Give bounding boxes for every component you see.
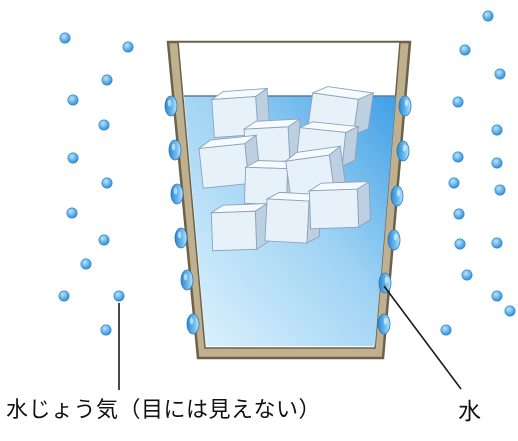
condensation-droplet-icon xyxy=(398,95,412,117)
vapor-dot-icon xyxy=(59,32,71,44)
vapor-dot-icon xyxy=(67,152,79,164)
vapor-dot-icon xyxy=(100,324,112,336)
water-leader-line xyxy=(383,285,462,390)
vapor-dot-icon xyxy=(452,96,464,108)
condensation-droplet-icon xyxy=(186,313,200,335)
vapor-dot-icon xyxy=(113,290,125,302)
condensation-droplet-icon xyxy=(378,272,392,294)
condensation-droplet-icon xyxy=(170,183,184,205)
vapor-dot-icon xyxy=(98,234,110,246)
vapor-dot-icon xyxy=(67,94,79,106)
condensation-droplet-icon xyxy=(168,139,182,161)
vapor-dot-icon xyxy=(454,238,466,250)
vapor-dot-icon xyxy=(66,207,78,219)
vapor-dot-icon xyxy=(491,157,503,169)
condensation-droplet-icon xyxy=(387,229,401,251)
vapor-dot-icon xyxy=(482,10,494,22)
condensation-droplet-icon xyxy=(164,95,178,117)
condensation-droplet-icon xyxy=(180,269,194,291)
ice-cube-icon xyxy=(209,202,269,252)
water-vapor-label: 水じょう気（目には見えない） xyxy=(6,398,322,423)
ice-cubes xyxy=(197,86,375,252)
condensation-droplets xyxy=(164,95,412,335)
vapor-dot-icon xyxy=(58,290,70,302)
vapor-dot-icon xyxy=(80,258,92,270)
condensation-droplet-icon xyxy=(377,313,391,335)
vapor-dot-icon xyxy=(452,151,464,163)
vapor-dot-icon xyxy=(122,41,134,53)
condensation-droplet-icon xyxy=(174,227,188,249)
vapor-dot-icon xyxy=(504,305,516,317)
water-label: 水 xyxy=(458,399,481,425)
condensation-droplet-icon xyxy=(390,185,404,207)
vapor-dot-icon xyxy=(101,177,113,189)
vapor-dot-icon xyxy=(459,44,471,56)
vapor-dot-icon xyxy=(494,68,506,80)
vapor-dot-icon xyxy=(98,119,110,131)
vapor-dot-icon xyxy=(491,237,503,249)
ice-cube-icon xyxy=(307,180,371,230)
vapor-dot-icon xyxy=(461,269,473,281)
vapor-dot-icon xyxy=(491,124,503,136)
vapor-dot-icon xyxy=(448,177,460,189)
vapor-dot-icon xyxy=(491,290,503,302)
ice-cube-icon xyxy=(197,134,261,189)
condensation-droplet-icon xyxy=(396,140,410,162)
water-vapor-particles xyxy=(58,10,516,336)
vapor-dot-icon xyxy=(494,184,506,196)
vapor-dot-icon xyxy=(453,208,465,220)
vapor-dot-icon xyxy=(101,74,113,86)
vapor-dot-icon xyxy=(440,324,452,336)
